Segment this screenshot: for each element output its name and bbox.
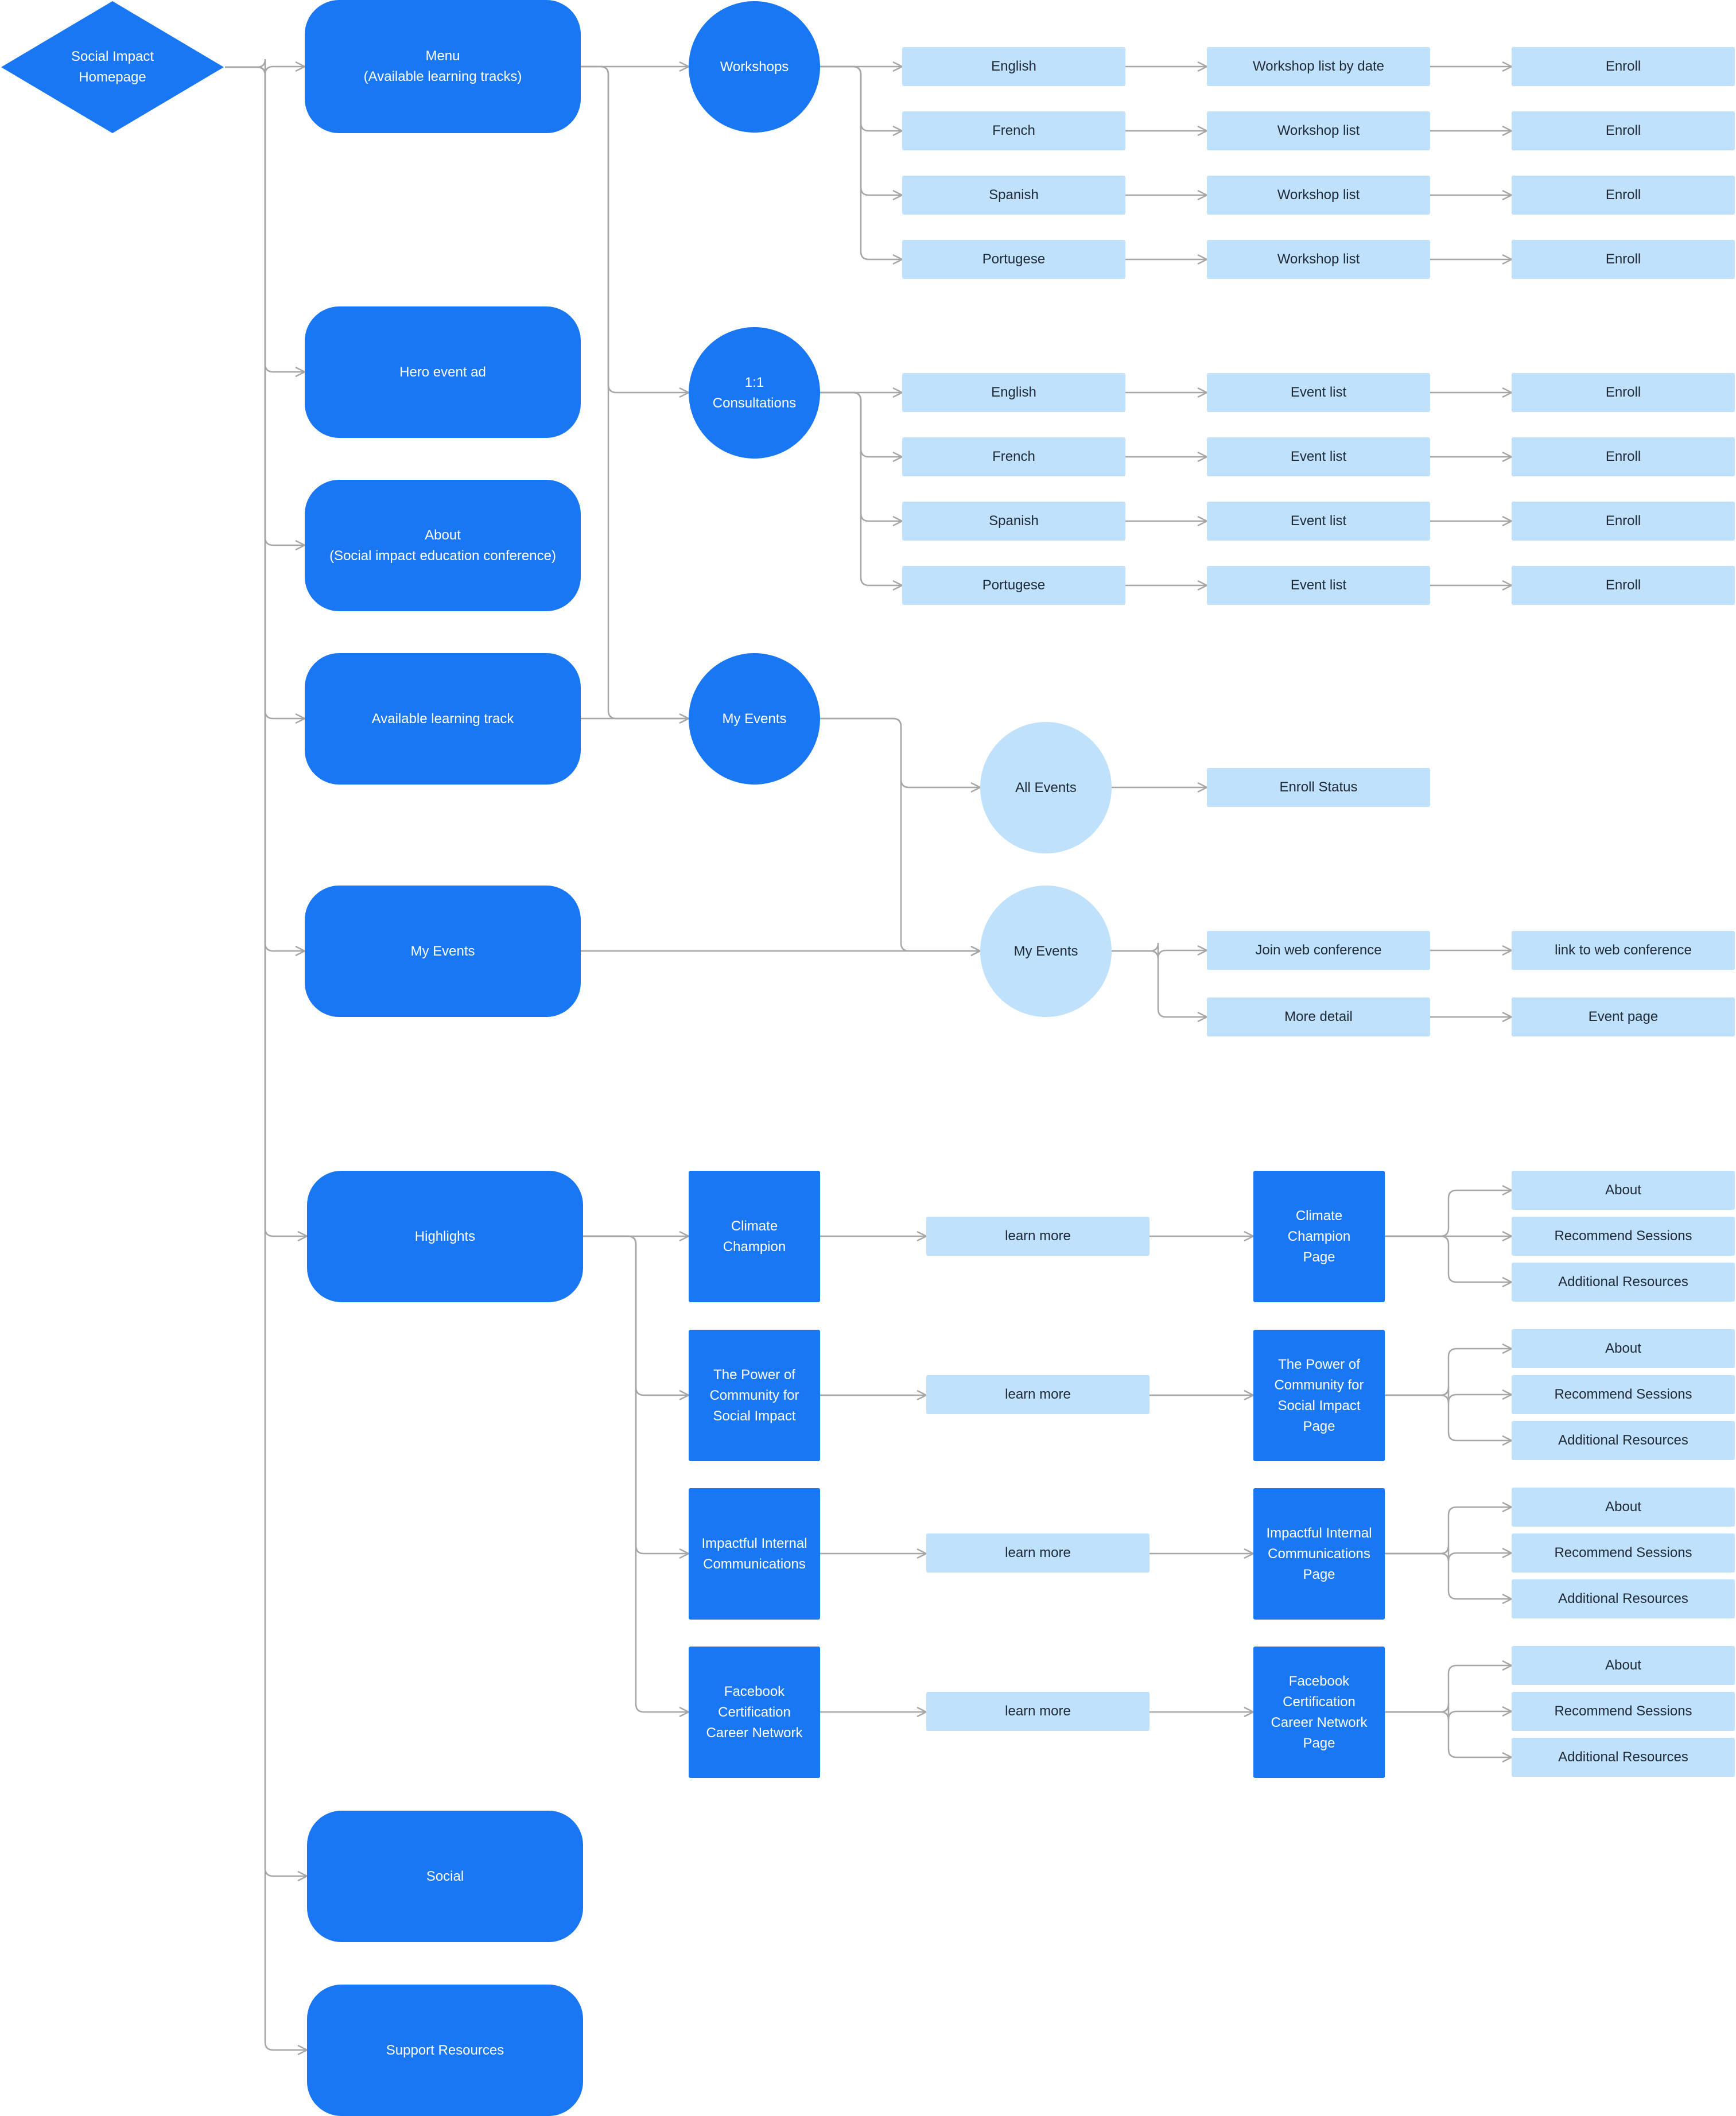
highlight-sessions-internal-communications: Recommend Sessions bbox=[1512, 1533, 1735, 1573]
workshops-enroll-portugese: Enroll bbox=[1512, 240, 1735, 279]
workshops-list-portugese: Workshop list bbox=[1207, 240, 1430, 279]
workshops-enroll-french: Enroll bbox=[1512, 111, 1735, 150]
highlight-sessions-climate-champion: Recommend Sessions bbox=[1512, 1217, 1735, 1256]
workshops-list-english: Workshop list by date bbox=[1207, 47, 1430, 86]
workshops-language-english: English bbox=[902, 47, 1125, 86]
highlight-learn-more-climate-champion: learn more bbox=[926, 1217, 1149, 1256]
consultations-enroll-english: Enroll bbox=[1512, 373, 1735, 412]
workshops-language-spanish: Spanish bbox=[902, 176, 1125, 215]
root-homepage-diamond: Social Impact Homepage bbox=[0, 0, 225, 134]
highlight-resources-facebook-certification: Additional Resources bbox=[1512, 1738, 1735, 1777]
highlight-sessions-facebook-certification: Recommend Sessions bbox=[1512, 1692, 1735, 1731]
workshops-enroll-spanish: Enroll bbox=[1512, 176, 1735, 215]
consultations-list-portugese: Event list bbox=[1207, 566, 1430, 605]
my-events-track-node: My Events bbox=[689, 653, 820, 785]
highlight-learn-more-power-of-community: learn more bbox=[926, 1375, 1149, 1414]
my-events-sub-node: My Events bbox=[980, 886, 1112, 1017]
all-events-node: All Events bbox=[980, 722, 1112, 853]
highlight-about-internal-communications: About bbox=[1512, 1488, 1735, 1527]
highlight-learn-more-facebook-certification: learn more bbox=[926, 1692, 1149, 1731]
workshops-language-french: French bbox=[902, 111, 1125, 150]
consultations-language-english: English bbox=[902, 373, 1125, 412]
consultations-list-french: Event list bbox=[1207, 437, 1430, 476]
more-detail-node: More detail bbox=[1207, 997, 1430, 1036]
social-node: Social bbox=[307, 1811, 583, 1942]
highlight-resources-climate-champion: Additional Resources bbox=[1512, 1263, 1735, 1302]
consultations-enroll-portugese: Enroll bbox=[1512, 566, 1735, 605]
enroll-status-node: Enroll Status bbox=[1207, 768, 1430, 807]
support-resources-node: Support Resources bbox=[307, 1985, 583, 2116]
consultations-enroll-french: Enroll bbox=[1512, 437, 1735, 476]
workshops-list-french: Workshop list bbox=[1207, 111, 1430, 150]
my-events-node: My Events bbox=[305, 886, 581, 1017]
highlight-title-internal-communications: Impactful Internal Communications bbox=[689, 1488, 820, 1620]
event-page-node: Event page bbox=[1512, 997, 1735, 1036]
consultations-enroll-spanish: Enroll bbox=[1512, 502, 1735, 541]
consultations-language-portugese: Portugese bbox=[902, 566, 1125, 605]
highlight-title-power-of-community: The Power of Community for Social Impact bbox=[689, 1330, 820, 1461]
highlight-resources-internal-communications: Additional Resources bbox=[1512, 1579, 1735, 1618]
available-learning-track-node: Available learning track bbox=[305, 653, 581, 785]
highlight-page-facebook-certification: Facebook Certification Career Network Pa… bbox=[1253, 1647, 1385, 1778]
highlight-about-facebook-certification: About bbox=[1512, 1646, 1735, 1685]
menu-node: Menu (Available learning tracks) bbox=[305, 0, 581, 133]
highlight-sessions-power-of-community: Recommend Sessions bbox=[1512, 1375, 1735, 1414]
highlight-title-climate-champion: Climate Champion bbox=[689, 1171, 820, 1302]
consultations-list-english: Event list bbox=[1207, 373, 1430, 412]
highlights-node: Highlights bbox=[307, 1171, 583, 1302]
consultations-node: 1:1 Consultations bbox=[689, 327, 820, 459]
consultations-language-spanish: Spanish bbox=[902, 502, 1125, 541]
hero-event-ad-node: Hero event ad bbox=[305, 306, 581, 438]
highlight-learn-more-internal-communications: learn more bbox=[926, 1533, 1149, 1573]
highlight-about-climate-champion: About bbox=[1512, 1171, 1735, 1210]
workshops-list-spanish: Workshop list bbox=[1207, 176, 1430, 215]
highlight-page-climate-champion: Climate Champion Page bbox=[1253, 1171, 1385, 1302]
highlight-title-facebook-certification: Facebook Certification Career Network bbox=[689, 1647, 820, 1778]
workshops-language-portugese: Portugese bbox=[902, 240, 1125, 279]
workshops-node: Workshops bbox=[689, 1, 820, 133]
highlight-resources-power-of-community: Additional Resources bbox=[1512, 1421, 1735, 1460]
root-homepage-label: Social Impact Homepage bbox=[71, 49, 154, 85]
join-web-conference-node: Join web conference bbox=[1207, 931, 1430, 970]
highlight-page-internal-communications: Impactful Internal Communications Page bbox=[1253, 1488, 1385, 1620]
highlight-page-power-of-community: The Power of Community for Social Impact… bbox=[1253, 1330, 1385, 1461]
consultations-list-spanish: Event list bbox=[1207, 502, 1430, 541]
consultations-language-french: French bbox=[902, 437, 1125, 476]
about-node: About (Social impact education conferenc… bbox=[305, 480, 581, 611]
workshops-enroll-english: Enroll bbox=[1512, 47, 1735, 86]
link-to-web-conference-node: link to web conference bbox=[1512, 931, 1735, 970]
highlight-about-power-of-community: About bbox=[1512, 1329, 1735, 1368]
